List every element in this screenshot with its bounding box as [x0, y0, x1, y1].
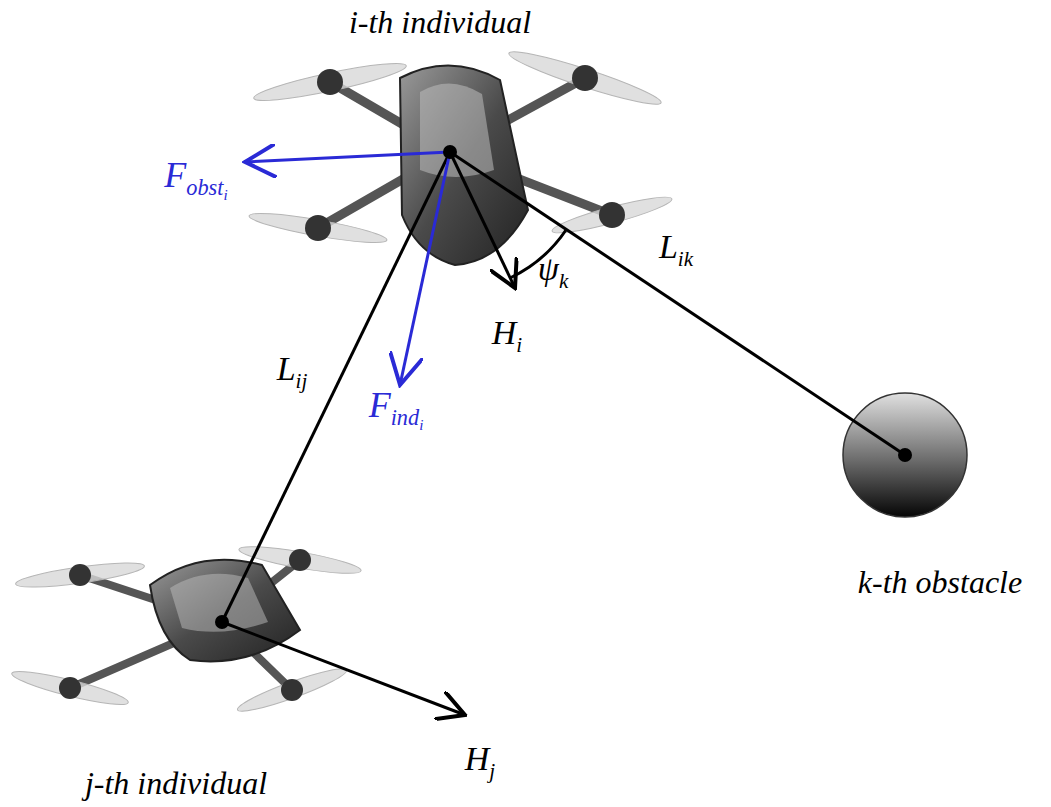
symbol: H — [492, 314, 517, 351]
center-dot — [443, 145, 457, 159]
subscript-text: ind — [391, 406, 420, 431]
symbol: L — [659, 228, 678, 265]
caption-label: j-th individual — [85, 767, 267, 799]
subscript-text: j — [489, 759, 495, 783]
subscript: obsti — [186, 176, 227, 201]
subscript: ik — [678, 247, 693, 271]
subscript-text: ik — [678, 247, 693, 271]
subscript: k — [559, 269, 568, 293]
subscript-text: k — [559, 269, 568, 293]
caption-label: i-th individual — [349, 6, 531, 38]
distance-line — [450, 152, 905, 455]
sub-subscript: i — [419, 417, 423, 434]
subscript-text: i — [516, 333, 522, 357]
heading-arrow — [222, 622, 465, 715]
subscript-text: obst — [186, 176, 223, 201]
symbol: ψ — [538, 250, 559, 287]
vector-label: Findi — [369, 387, 424, 432]
heading-arrow — [450, 152, 515, 288]
subscript-text: ij — [296, 369, 308, 393]
subscript: j — [489, 759, 495, 783]
subscript: indi — [391, 406, 424, 431]
angle-label: ψk — [538, 252, 568, 292]
subscript: ij — [296, 369, 308, 393]
force-arrow — [400, 152, 450, 385]
center-dot — [898, 448, 912, 462]
symbol: H — [465, 740, 490, 777]
force-arrow — [245, 152, 450, 162]
distance-line — [222, 152, 450, 622]
distance-label: Lik — [659, 230, 693, 270]
symbol: F — [164, 155, 186, 195]
drone-j — [10, 541, 363, 717]
center-dot — [215, 615, 229, 629]
distance-label: Lij — [277, 352, 308, 392]
symbol: L — [277, 350, 296, 387]
symbol: F — [369, 385, 391, 425]
heading-label: Hj — [465, 742, 495, 782]
vector-label: Fobsti — [164, 157, 227, 202]
drone-i — [248, 45, 674, 265]
sub-subscript: i — [223, 187, 227, 204]
obstacle — [843, 393, 967, 517]
subscript: i — [516, 333, 522, 357]
caption-label: k-th obstacle — [858, 566, 1022, 598]
heading-label: Hi — [492, 316, 522, 356]
